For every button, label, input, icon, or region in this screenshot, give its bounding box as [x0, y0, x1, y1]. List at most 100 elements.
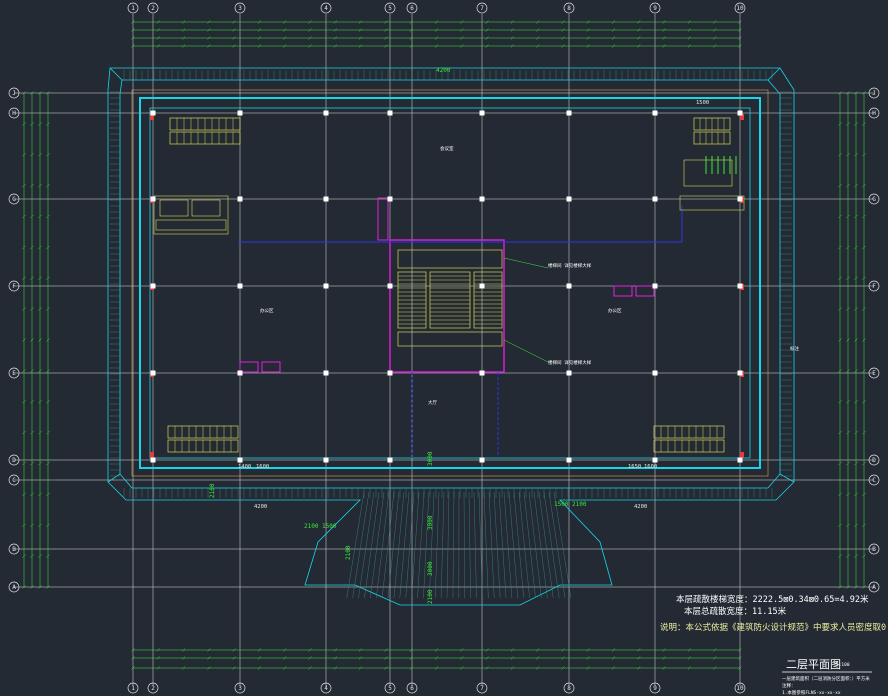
- dim-tick: [384, 656, 388, 660]
- dim-tick: [46, 369, 50, 373]
- roof-eaves-outline: [107, 67, 795, 606]
- porch-hatch-line: [452, 491, 455, 599]
- column-marker: [323, 110, 329, 116]
- porch-hatch-line: [548, 491, 566, 599]
- axis-label: G: [12, 196, 16, 203]
- dim-tick: [846, 307, 850, 311]
- dim-tick: [854, 153, 858, 157]
- dim-tick: [384, 36, 388, 40]
- dim-3000-a: 3000: [427, 451, 434, 466]
- axis-bubble: [868, 543, 880, 555]
- dim-tick: [308, 648, 312, 652]
- column-marker: [652, 283, 658, 289]
- axis-bubble: [406, 682, 418, 694]
- dim-tick: [30, 338, 34, 342]
- dim-tick: [846, 523, 850, 527]
- dim-tick: [207, 36, 211, 40]
- column-marker: [652, 110, 658, 116]
- dim-tick: [854, 338, 858, 342]
- red-marker: [150, 114, 154, 120]
- dim-tick: [846, 461, 850, 466]
- column-marker: [566, 110, 572, 116]
- dim-tick: [662, 28, 666, 32]
- dim-tick: [207, 666, 211, 670]
- dim-tick: [434, 648, 439, 652]
- dim-tick: [485, 666, 489, 670]
- dim-tick: [409, 20, 413, 24]
- svg-text:楼梯间 详见楼梯大样: 楼梯间 详见楼梯大样: [548, 359, 592, 366]
- dim-tick: [713, 44, 717, 48]
- dim-tick: [838, 523, 842, 527]
- dim-tick: [409, 666, 413, 670]
- dim-tick: [30, 430, 34, 435]
- dim-2100-e: 2100: [209, 483, 216, 498]
- dim-tick: [38, 91, 42, 95]
- porch-hatch-line: [358, 491, 375, 599]
- porch-hatch-line: [417, 491, 425, 599]
- dim-tick: [38, 400, 42, 404]
- dim-tick: [283, 648, 287, 652]
- porch-hatch-line: [387, 491, 400, 599]
- dim-tick: [30, 276, 34, 280]
- dim-tick: [384, 28, 388, 32]
- column-marker: [237, 457, 243, 463]
- dim-1650: 1650: [628, 464, 641, 470]
- column-marker: [566, 196, 572, 202]
- dim-tick: [22, 400, 26, 404]
- dim-tick: [232, 44, 236, 48]
- porch-hatch-line: [478, 491, 483, 599]
- dim-tick: [854, 461, 858, 466]
- dim-3000-b: 3000: [427, 515, 434, 530]
- porch-hatch-line: [468, 491, 471, 599]
- svg-text:大厅: 大厅: [428, 399, 437, 406]
- dim-tick: [561, 44, 565, 48]
- dim-tick: [333, 656, 338, 660]
- dim-long-bottom-right: 4200: [634, 504, 647, 510]
- dim-tick: [38, 245, 42, 250]
- dim-1600: 1600: [256, 464, 269, 470]
- axis-label: 4: [324, 685, 328, 692]
- axis-label: 1: [131, 685, 135, 692]
- dim-tick: [38, 214, 42, 219]
- axis-label: 10: [736, 685, 744, 692]
- red-marker: [150, 452, 154, 458]
- axis-bubble: [147, 682, 159, 694]
- dim-tick: [838, 276, 842, 280]
- porch-hatch-line: [503, 491, 513, 599]
- dim-tick: [738, 36, 742, 40]
- drawing-title: 二层平面图: [786, 658, 841, 671]
- dim-tick: [485, 648, 489, 652]
- axis-label: G: [872, 196, 876, 203]
- dim-tick: [535, 36, 540, 40]
- porch-hatch-line: [513, 491, 524, 599]
- dim-tick: [384, 666, 388, 670]
- dim-tick: [232, 666, 236, 670]
- dim-2100-left: 2100: [304, 523, 319, 530]
- dim-tick: [561, 20, 565, 24]
- dim-tick: [637, 648, 641, 652]
- dim-tick: [561, 666, 565, 670]
- central-stair-core: 楼梯间 详见楼梯大样 楼梯间 详见楼梯大样: [389, 239, 592, 373]
- dim-tick: [854, 91, 858, 95]
- dim-tick: [846, 554, 850, 558]
- dim-tick: [862, 183, 866, 188]
- dim-tick: [257, 36, 262, 40]
- dim-tick: [862, 122, 866, 126]
- column-marker: [237, 110, 243, 116]
- axis-label: J: [872, 90, 876, 97]
- dim-tick: [854, 400, 858, 404]
- note-line-2: 本层总疏散宽度：11.15米: [684, 606, 787, 617]
- dim-tick: [535, 28, 540, 32]
- dim-tick: [181, 36, 186, 40]
- dim-tick: [409, 28, 413, 32]
- column-marker: [387, 457, 393, 463]
- column-marker: [150, 457, 156, 463]
- dim-tick: [358, 28, 363, 32]
- porch-hatch-line: [446, 491, 450, 599]
- dim-tick: [713, 20, 717, 24]
- column-marker: [150, 370, 156, 376]
- dim-tick: [22, 183, 26, 188]
- dim-tick: [854, 554, 858, 558]
- dim-tick: [156, 666, 160, 670]
- dim-tick: [611, 666, 616, 670]
